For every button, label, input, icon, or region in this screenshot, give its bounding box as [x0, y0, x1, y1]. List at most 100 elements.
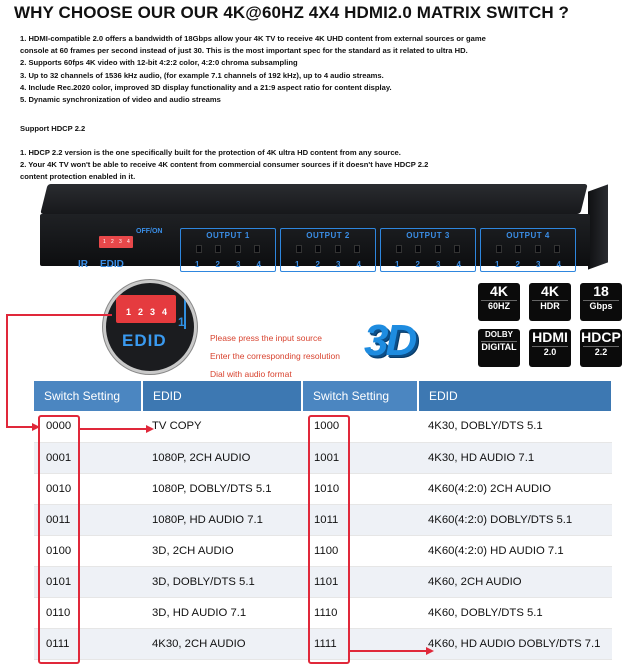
dip-number: 2: [138, 307, 144, 317]
output-label: OUTPUT 3: [406, 231, 450, 240]
connector-line: [6, 314, 112, 316]
port-number: 4: [356, 260, 361, 269]
badge-dolby-digital: DOLBY DIGITAL: [478, 329, 520, 367]
connector-line: [350, 650, 428, 652]
switch-code: 0100: [34, 535, 142, 567]
table-row: 0111 4K30, 2CH AUDIO 1111 4K60, HD AUDIO…: [34, 628, 612, 660]
arrow-icon: [146, 425, 154, 433]
edid-table: Switch Setting EDID Switch Setting EDID …: [34, 381, 613, 660]
instruction-note: Please press the input source: [210, 333, 322, 343]
spec-line: console at 60 frames per second instead …: [20, 46, 468, 56]
switch-code: 0011: [34, 504, 142, 536]
output-label: OUTPUT 2: [306, 231, 350, 240]
table-row: 0001 1080P, 2CH AUDIO 1001 4K30, HD AUDI…: [34, 442, 612, 474]
switch-code: 1111: [302, 628, 418, 660]
edid-value: 4K60, 2CH AUDIO: [418, 566, 612, 598]
zoom-dip-switch: 1 2 3 4: [116, 295, 176, 323]
dip-number: 3: [150, 307, 156, 317]
switch-column-highlight-left: [38, 415, 80, 664]
switch-code: 0110: [34, 597, 142, 629]
ir-label: IR: [78, 259, 88, 270]
switch-code: 1011: [302, 504, 418, 536]
edid-value: 3D, HD AUDIO 7.1: [142, 597, 302, 629]
edid-value: 4K30, DOBLY/DTS 5.1: [418, 411, 612, 443]
spec-list: 1. HDMI-compatible 2.0 offers a bandwidt…: [20, 33, 630, 106]
port-number: 4: [556, 260, 561, 269]
connector-line: [80, 428, 148, 430]
dip-switch: 1 2 3 4: [99, 236, 133, 248]
badge-4k60: 4K 60HZ: [478, 283, 520, 321]
port-number: 1: [295, 260, 300, 269]
port-number: 4: [456, 260, 461, 269]
edid-value: 1080P, DOBLY/DTS 5.1: [142, 473, 302, 505]
output-3-group: OUTPUT 3 1 2 3 4: [380, 228, 476, 272]
switch-state-label: OFF/ON: [136, 228, 163, 235]
hdcp-line: 2. Your 4K TV won't be able to receive 4…: [20, 160, 429, 170]
hdcp-line: content protection enabled in it.: [20, 172, 136, 182]
edid-value: 4K60(4:2:0) DOBLY/DTS 5.1: [418, 504, 612, 536]
table-row: 0010 1080P, DOBLY/DTS 5.1 1010 4K60(4:2:…: [34, 473, 612, 505]
hdcp-heading: Support HDCP 2.2: [20, 124, 86, 133]
port-number: 1: [195, 260, 200, 269]
column-header: Switch Setting: [302, 381, 419, 411]
edid-value: 3D, 2CH AUDIO: [142, 535, 302, 567]
port-number: 2: [315, 260, 320, 269]
table-row: 0011 1080P, HD AUDIO 7.1 1011 4K60(4:2:0…: [34, 504, 612, 536]
output-label: OUTPUT 4: [506, 231, 550, 240]
connector-line: [6, 314, 8, 427]
port-number: 2: [415, 260, 420, 269]
switch-code: 0111: [34, 628, 142, 660]
edid-value: 1080P, HD AUDIO 7.1: [142, 504, 302, 536]
arrow-icon: [426, 647, 434, 655]
port-number: 1: [495, 260, 500, 269]
badge-hdmi-2: HDMI 2.0: [529, 329, 571, 367]
3d-logo-text: 3D: [364, 316, 417, 365]
column-header: EDID: [142, 381, 303, 411]
device-top-panel: [40, 184, 588, 214]
spec-line: 5. Dynamic synchronization of video and …: [20, 95, 221, 105]
badge-hdcp-22: HDCP 2.2: [580, 329, 622, 367]
edid-value: 4K60, HD AUDIO DOBLY/DTS 7.1: [418, 628, 612, 660]
zoom-edid-label: EDID: [122, 331, 167, 350]
output-2-group: OUTPUT 2 1 2 3 4: [280, 228, 376, 272]
spec-line: 1. HDMI-compatible 2.0 offers a bandwidt…: [20, 34, 486, 43]
dip-number: 4: [127, 239, 130, 245]
device-side-panel: [588, 184, 608, 270]
edid-value: 4K60, DOBLY/DTS 5.1: [418, 597, 612, 629]
edid-value: 3D, DOBLY/DTS 5.1: [142, 566, 302, 598]
table-header-row: Switch Setting EDID Switch Setting EDID: [34, 381, 613, 411]
page-title: WHY CHOOSE OUR OUR 4K@60HZ 4X4 HDMI2.0 M…: [14, 3, 570, 22]
port-number: 3: [536, 260, 541, 269]
hdcp-line: 1. HDCP 2.2 version is the one specifica…: [20, 148, 401, 157]
badge-4k-hdr: 4K HDR: [529, 283, 571, 321]
switch-code: 1001: [302, 442, 418, 474]
zoom-marker: 1: [178, 315, 185, 329]
spec-line: 2. Supports 60fps 4K video with 12-bit 4…: [20, 58, 298, 68]
spec-line: 3. Up to 32 channels of 1536 kHz audio, …: [20, 70, 384, 80]
3d-logo: 3D: [364, 316, 434, 376]
edid-value: 4K30, HD AUDIO 7.1: [418, 442, 612, 474]
switch-code: 0010: [34, 473, 142, 505]
dip-number: 2: [111, 239, 114, 245]
port-number: 3: [336, 260, 341, 269]
edid-value: 4K60(4:2:0) 2CH AUDIO: [418, 473, 612, 505]
output-1-group: OUTPUT 1 1 2 3 4: [180, 228, 276, 272]
output-label: OUTPUT 1: [206, 231, 250, 240]
table-row: 0101 3D, DOBLY/DTS 5.1 1101 4K60, 2CH AU…: [34, 566, 612, 598]
switch-code: 1010: [302, 473, 418, 505]
edid-value: 4K30, 2CH AUDIO: [142, 628, 302, 660]
edid-value: 4K60(4:2:0) HD AUDIO 7.1: [418, 535, 612, 567]
column-header: EDID: [418, 381, 613, 411]
switch-code: 1110: [302, 597, 418, 629]
port-number: 2: [515, 260, 520, 269]
switch-pointer-icon: [174, 289, 186, 329]
switch-column-highlight-right: [308, 415, 350, 664]
instruction-note: Dial with audio format: [210, 369, 292, 379]
port-number: 3: [236, 260, 241, 269]
switch-code: 0101: [34, 566, 142, 598]
port-number: 4: [256, 260, 261, 269]
spec-line: 4. Include Rec.2020 color, improved 3D d…: [20, 82, 392, 92]
instruction-note: Enter the corresponding resolution: [210, 351, 340, 361]
edid-value: 1080P, 2CH AUDIO: [142, 442, 302, 474]
column-header: Switch Setting: [34, 381, 143, 411]
